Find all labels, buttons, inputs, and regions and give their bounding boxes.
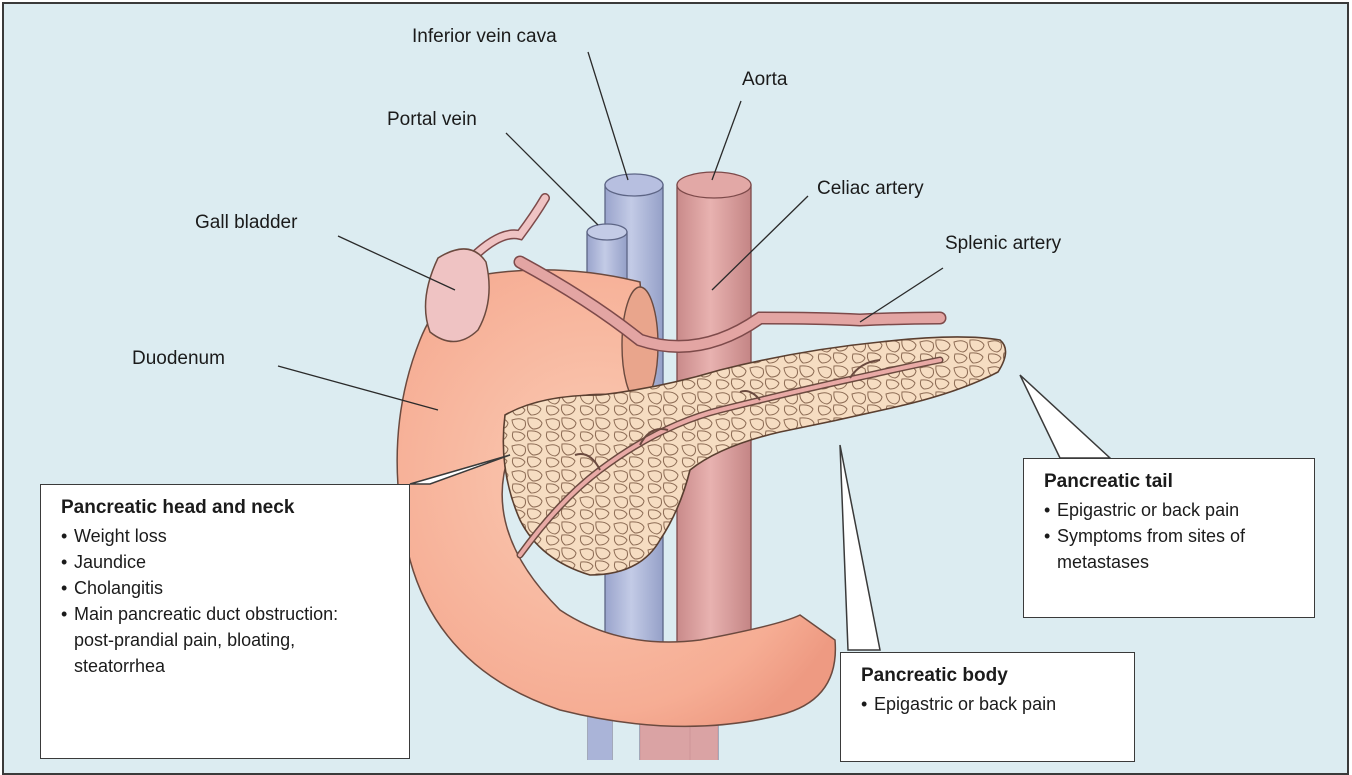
symptom-item: Epigastric or back pain	[861, 691, 1120, 717]
symptom-item: Cholangitis	[61, 575, 395, 601]
label-aorta: Aorta	[742, 69, 787, 91]
callout-pancreatic-head-neck: Pancreatic head and neck Weight loss Jau…	[40, 484, 410, 759]
symptom-item: Epigastric or back pain	[1044, 497, 1300, 523]
symptom-list: Epigastric or back pain	[861, 691, 1120, 717]
symptom-item: Main pancreatic duct obstruction: post-p…	[61, 601, 344, 679]
label-splenic-artery: Splenic artery	[945, 233, 1061, 255]
symptom-item: Symptoms from sites of metastases	[1044, 523, 1257, 575]
label-portal-vein: Portal vein	[387, 109, 477, 131]
label-inferior-vein-cava: Inferior vein cava	[412, 26, 557, 48]
symptom-item: Weight loss	[61, 523, 395, 549]
callout-title: Pancreatic head and neck	[61, 497, 395, 519]
label-celiac-artery: Celiac artery	[817, 178, 924, 200]
symptom-list: Epigastric or back pain Symptoms from si…	[1044, 497, 1300, 575]
callout-pancreatic-tail: Pancreatic tail Epigastric or back pain …	[1023, 458, 1315, 618]
tail-callout-pointer	[1020, 375, 1110, 458]
symptom-list: Weight loss Jaundice Cholangitis Main pa…	[61, 523, 395, 679]
callout-title: Pancreatic tail	[1044, 471, 1300, 493]
callout-pancreatic-body: Pancreatic body Epigastric or back pain	[840, 652, 1135, 762]
label-duodenum: Duodenum	[132, 348, 225, 370]
callout-title: Pancreatic body	[861, 665, 1120, 687]
symptom-item: Jaundice	[61, 549, 395, 575]
body-callout-pointer	[840, 445, 880, 650]
label-gall-bladder: Gall bladder	[195, 212, 297, 234]
